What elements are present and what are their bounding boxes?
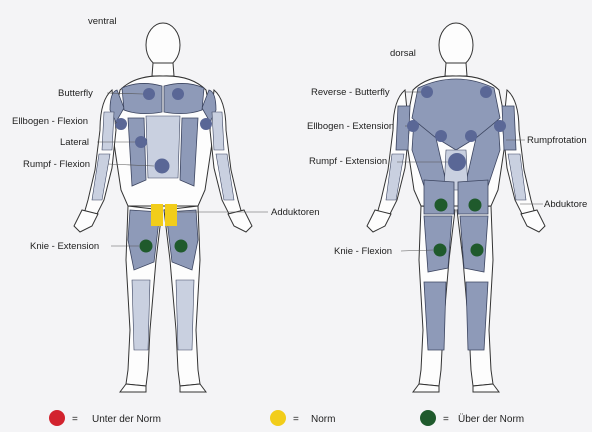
- marker-knee-flexion-right: [471, 244, 484, 257]
- marker-reverse-butterfly-right: [480, 86, 492, 98]
- marker-butterfly-right: [172, 88, 184, 100]
- back-view-label: dorsal: [390, 48, 416, 59]
- marker-knee-flexion-left: [434, 244, 447, 257]
- marker-elbow-extension-left: [407, 120, 419, 132]
- label-elbow-flexion: Ellbogen - Flexion: [12, 116, 88, 127]
- marker-trunk-flexion: [155, 159, 170, 174]
- front-view-label: ventral: [88, 16, 117, 27]
- label-reverse-butterfly: Reverse - Butterfly: [311, 87, 390, 98]
- marker-adductors-left: [151, 204, 163, 226]
- legend-above-norm-swatch: [420, 410, 436, 426]
- marker-elbow-extension-right: [494, 120, 506, 132]
- legend-equals-1: =: [72, 414, 78, 425]
- legend-equals-3: =: [443, 414, 449, 425]
- legend-below-norm-label: Unter der Norm: [92, 414, 161, 425]
- label-trunk-extension: Rumpf - Extension: [309, 156, 387, 167]
- label-lateral: Lateral: [60, 137, 89, 148]
- marker-back-left: [435, 130, 447, 142]
- legend-above-norm-label: Über der Norm: [458, 413, 524, 425]
- label-abductors: Abduktore: [544, 199, 587, 210]
- label-adductors: Adduktoren: [271, 207, 320, 218]
- legend-below-norm-swatch: [49, 410, 65, 426]
- marker-knee-extension-left: [140, 240, 153, 253]
- legend-equals-2: =: [293, 414, 299, 425]
- marker-adductors-right: [165, 204, 177, 226]
- marker-trunk-extension: [448, 153, 466, 171]
- marker-elbow-flexion: [115, 118, 127, 130]
- legend-norm-label: Norm: [311, 414, 335, 425]
- label-knee-extension: Knie - Extension: [30, 241, 99, 252]
- marker-abductors-right: [469, 199, 482, 212]
- back-figure: [367, 23, 545, 392]
- legend-norm-swatch: [270, 410, 286, 426]
- label-knee-flexion: Knie - Flexion: [334, 246, 392, 257]
- legend: = Unter der Norm = Norm = Über der Norm: [49, 410, 524, 426]
- label-elbow-extension: Ellbogen - Extension: [307, 121, 394, 132]
- marker-lateral: [135, 136, 147, 148]
- marker-knee-extension-right: [175, 240, 188, 253]
- marker-elbow-flexion-right: [200, 118, 212, 130]
- label-trunk-rotation: Rumpfrotation: [527, 135, 587, 146]
- marker-reverse-butterfly-left: [421, 86, 433, 98]
- label-butterfly: Butterfly: [58, 88, 93, 99]
- marker-back-right: [465, 130, 477, 142]
- marker-abductors-left: [435, 199, 448, 212]
- marker-butterfly-left: [143, 88, 155, 100]
- label-trunk-flexion: Rumpf - Flexion: [23, 159, 90, 170]
